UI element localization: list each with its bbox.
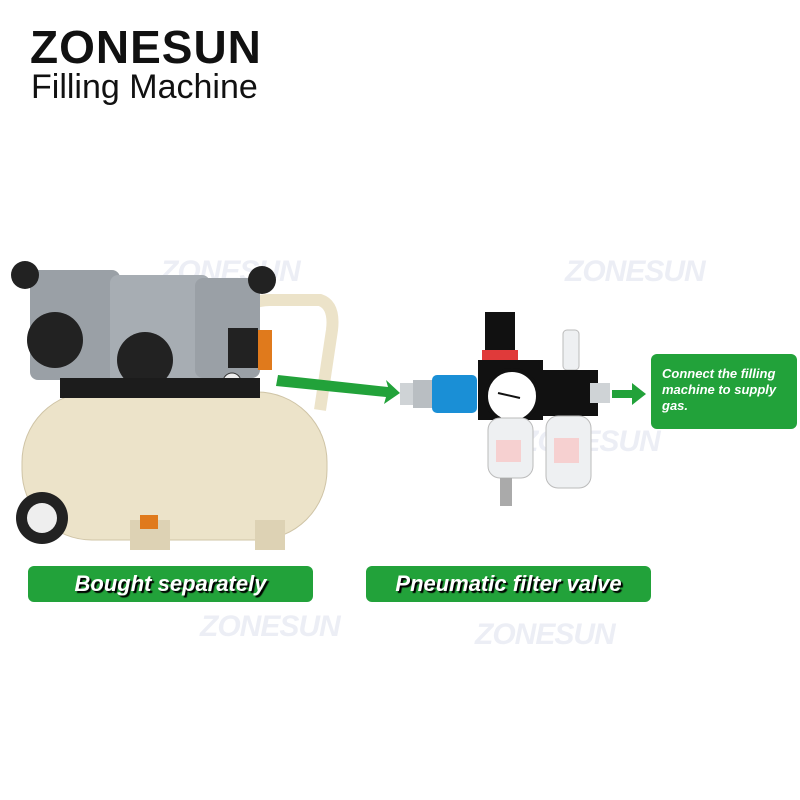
brand-title: ZONESUN (30, 21, 262, 73)
watermark: ZONESUN (475, 618, 616, 651)
watermark: ZONESUN (565, 255, 706, 288)
arrow-icon (276, 375, 400, 404)
watermark: ZONESUN (200, 610, 341, 643)
label-bought-separately: Bought separately (28, 566, 313, 602)
label-pneumatic-filter-valve: Pneumatic filter valve (366, 566, 651, 602)
pneumatic-filter-valve-image (400, 312, 610, 506)
air-compressor-image (11, 261, 339, 550)
callout-connect-supply: Connect the filling machine to supply ga… (651, 354, 797, 429)
product-subtitle: Filling Machine (31, 68, 258, 106)
arrow-icon (612, 383, 646, 405)
